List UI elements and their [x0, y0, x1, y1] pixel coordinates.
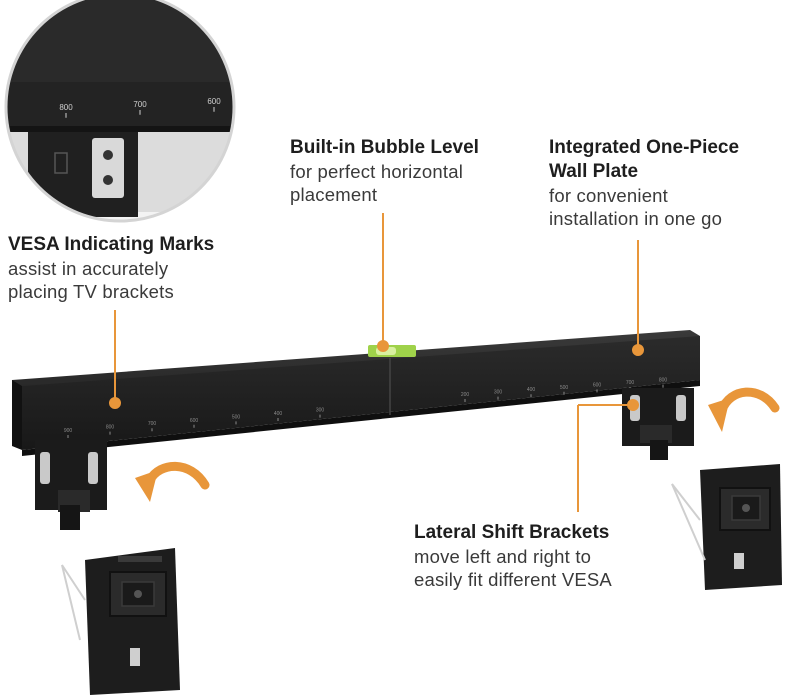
callout-bubble-level: Built-in Bubble Level for perfect horizo… — [290, 136, 479, 206]
plate-vesa-mark-label: 300 — [494, 390, 503, 396]
plate-vesa-mark-label: 500 — [232, 414, 241, 420]
plate-vesa-mark-label: 500 — [560, 385, 569, 391]
plate-vesa-mark-label: 900 — [64, 428, 73, 434]
callout-heading: VESA Indicating Marks — [8, 234, 215, 255]
callout-text: placing TV brackets — [8, 281, 174, 302]
callout-wall-plate: Integrated One-Piece Wall Plate for conv… — [549, 136, 739, 230]
callout-text: for perfect horizontal — [290, 161, 464, 182]
callout-text: for convenient — [549, 185, 669, 206]
zoom-vesa-mark-label: 800 — [59, 103, 73, 112]
left-bracket — [35, 440, 107, 530]
zoom-vesa-mark-label: 700 — [133, 100, 147, 109]
callout-vesa-marks: VESA Indicating Marks assist in accurate… — [8, 233, 214, 303]
callout-text: assist in accurately — [8, 258, 169, 279]
leader-lines — [109, 213, 644, 512]
tv-bracket-left — [61, 548, 180, 695]
plate-vesa-mark-label: 300 — [316, 408, 325, 414]
rotate-arrow-icon — [708, 387, 780, 432]
plate-vesa-mark-label: 600 — [593, 382, 602, 388]
plate-vesa-mark-label: 700 — [148, 421, 157, 427]
plate-vesa-mark-label: 400 — [527, 387, 536, 393]
callout-text: placement — [290, 184, 378, 205]
zoom-vesa-mark-label: 600 — [207, 97, 221, 106]
callout-shift-brackets: Lateral Shift Brackets move left and rig… — [414, 521, 612, 591]
plate-vesa-mark-label: 800 — [106, 425, 115, 431]
callout-heading: Integrated One-Piece — [549, 137, 740, 158]
plate-vesa-mark-label: 200 — [461, 392, 470, 398]
right-bracket — [622, 388, 694, 460]
callout-text: move left and right to — [414, 546, 592, 567]
plate-vesa-mark-label: 700 — [626, 380, 635, 386]
callout-heading: Wall Plate — [549, 161, 639, 182]
wall-plate: 900 800 700 600 500 400 300 200 300 400 500 600 700 8… — [12, 330, 700, 456]
bubble-level — [368, 345, 416, 357]
plate-vesa-mark-label: 600 — [190, 418, 199, 424]
callout-text: installation in one go — [549, 208, 723, 229]
tv-bracket-right — [671, 464, 782, 590]
plate-vesa-mark-label: 800 — [659, 378, 668, 384]
callout-heading: Lateral Shift Brackets — [414, 522, 610, 543]
callout-text: easily fit different VESA — [414, 569, 612, 590]
rotate-arrow-icon — [135, 461, 210, 502]
zoom-detail-circle: 800 700 600 — [4, 0, 236, 223]
callout-heading: Built-in Bubble Level — [290, 137, 479, 158]
plate-vesa-mark-label: 400 — [274, 411, 283, 417]
